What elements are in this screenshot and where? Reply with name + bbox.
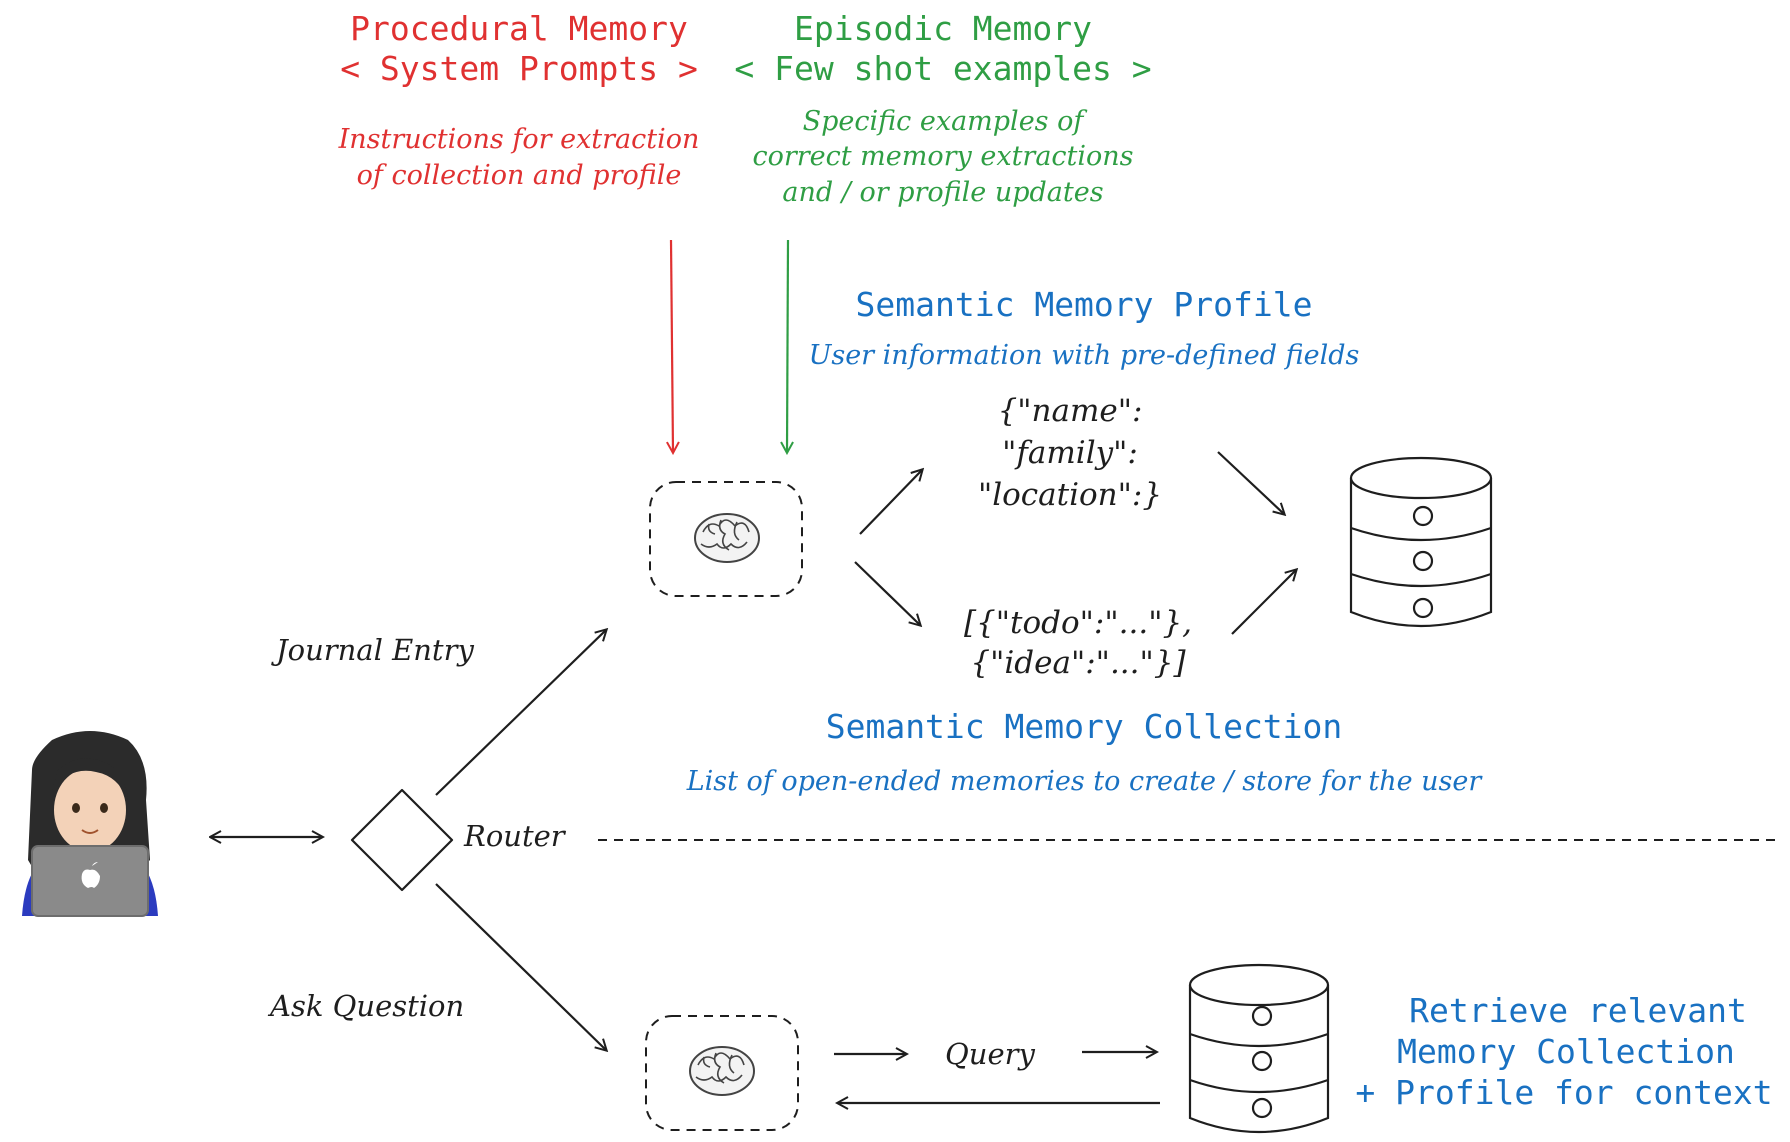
episodic-arrow bbox=[787, 239, 788, 452]
journal-entry-arrow bbox=[435, 630, 606, 796]
profile-json-line1: {"name": bbox=[997, 393, 1143, 429]
procedural-memory-desc-line1: Instructions for extraction bbox=[338, 124, 700, 155]
collection-json-line2: {"idea":"..."}] bbox=[970, 645, 1186, 681]
semantic-collection-desc: List of open-ended memories to create / … bbox=[686, 766, 1482, 797]
retrieve-line1: Retrieve relevant bbox=[1409, 991, 1747, 1030]
extraction-llm-box bbox=[649, 481, 803, 597]
profile-json-line2: "family": bbox=[1002, 435, 1138, 471]
router-label: Router bbox=[464, 819, 565, 853]
ask-question-arrow bbox=[435, 883, 606, 1050]
retrieve-line3: + Profile for context bbox=[1355, 1073, 1773, 1112]
procedural-arrow bbox=[671, 239, 673, 452]
collection-to-db-arrow bbox=[1231, 570, 1296, 635]
semantic-collection-title: Semantic Memory Collection bbox=[825, 707, 1343, 746]
brain-icon bbox=[689, 1046, 755, 1096]
procedural-memory-title: Procedural Memory bbox=[350, 9, 688, 48]
user-with-laptop-icon bbox=[22, 731, 158, 917]
episodic-memory-desc-line1: Specific examples of bbox=[802, 106, 1084, 137]
database-icon bbox=[1349, 456, 1493, 628]
to-collection-arrow bbox=[854, 561, 920, 625]
query-label: Query bbox=[945, 1037, 1035, 1071]
episodic-memory-subtitle: < Few shot examples > bbox=[734, 49, 1152, 88]
episodic-memory-desc-line3: and / or profile updates bbox=[782, 177, 1104, 208]
procedural-memory-subtitle: < System Prompts > bbox=[340, 49, 698, 88]
collection-json-line1: [{"todo":"..."}, bbox=[963, 605, 1193, 641]
retrieve-line2: Memory Collection bbox=[1397, 1032, 1735, 1071]
brain-icon bbox=[694, 513, 760, 563]
episodic-memory-desc-line2: correct memory extractions bbox=[752, 141, 1134, 172]
profile-json-line3: "location":} bbox=[977, 477, 1163, 513]
router-diamond bbox=[350, 788, 454, 892]
query-llm-box bbox=[645, 1015, 799, 1131]
semantic-profile-title: Semantic Memory Profile bbox=[855, 285, 1313, 324]
ask-question-label: Ask Question bbox=[270, 989, 465, 1023]
procedural-memory-desc-line2: of collection and profile bbox=[356, 160, 682, 191]
profile-to-db-arrow bbox=[1217, 451, 1284, 514]
semantic-profile-desc: User information with pre-defined fields bbox=[808, 340, 1360, 371]
to-profile-arrow bbox=[859, 470, 922, 535]
episodic-memory-title: Episodic Memory bbox=[793, 9, 1093, 48]
journal-entry-label: Journal Entry bbox=[276, 633, 474, 667]
database-icon bbox=[1188, 963, 1330, 1134]
